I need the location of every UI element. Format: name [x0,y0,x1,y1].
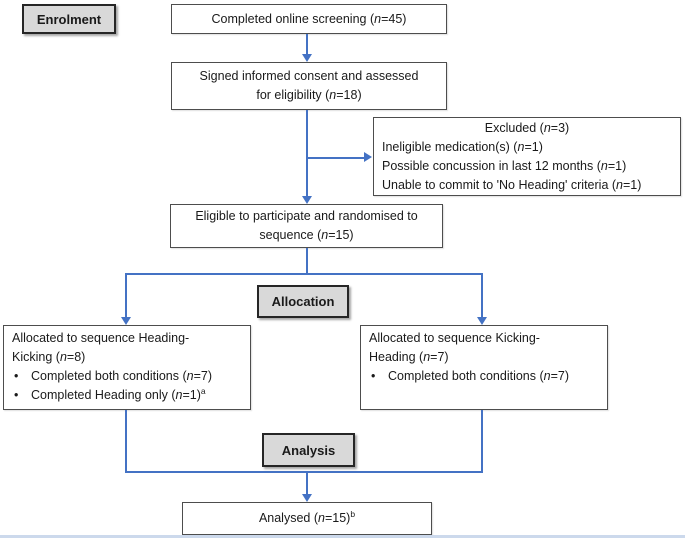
box-excluded: Excluded (n=3)Ineligible medication(s) (… [373,117,681,196]
text-segment: Completed both conditions ( [31,369,187,383]
text-line: Signed informed consent and assessed [172,67,446,86]
text-segment: n [543,120,551,135]
text-line: Ineligible medication(s) (n=1) [374,138,680,157]
text-line: for eligibility (n=18) [172,86,446,105]
text-line: Kicking (n=8) [4,348,250,367]
text-segment: =8) [66,350,86,364]
text-segment: =15) [328,228,354,242]
arrow-split-to-right-allocation-line [481,273,483,318]
text-segment: n [329,88,337,102]
text-segment: Completed Heading only ( [31,388,176,402]
bottom-strip [0,535,685,538]
text-segment: Possible concussion in last 12 months ( [382,158,601,173]
bullet-icon: • [14,369,19,383]
arrow-split-to-right-allocation-head [477,317,487,325]
text-segment: b [350,508,356,519]
text-segment: n [423,350,431,364]
text-segment: =18) [336,88,362,102]
text-segment: =1) [524,139,543,154]
text-line: Possible concussion in last 12 months (n… [374,157,680,176]
text-line: Analysed (n=15)b [183,509,431,528]
text-segment: n [616,177,623,192]
text-segment: n [374,11,382,26]
stage-label-analysis: Analysis [262,433,355,467]
line-analysis-merge [125,471,483,473]
text-segment: Eligible to participate and randomised t… [195,209,418,223]
line-right-allocation-to-merge [481,410,483,472]
text-segment: Completed online screening ( [211,11,375,26]
text-segment: sequence ( [259,228,322,242]
bullet-item: • Completed both conditions (n=7) [361,367,607,386]
text-segment: =3) [550,120,570,135]
text-segment: n [318,511,325,525]
text-segment: Excluded ( [484,120,544,135]
text-segment: n [321,228,329,242]
text-line: Allocated to sequence Heading- [4,329,250,348]
stage-label-enrolment: Enrolment [22,4,116,34]
line-allocation-split [125,273,483,275]
text-segment: =1) [182,388,201,402]
arrow-merge-to-analysed-head [302,494,312,502]
box-completed-online-screening: Completed online screening (n=45) [171,4,447,34]
arrow-screening-to-consent-line [306,34,308,55]
text-segment: =45) [381,11,407,26]
text-line: Excluded (n=3) [374,119,680,138]
text-segment: n [175,388,183,402]
text-segment: Allocated to sequence Kicking- [369,331,540,345]
text-segment: Allocated to sequence Heading- [12,331,190,345]
arrow-consent-to-eligible-head [302,196,312,204]
text-segment: =7) [550,369,570,383]
arrow-branch-to-excluded-head [364,152,372,162]
text-segment: =1) [623,177,642,192]
box-eligible-randomised: Eligible to participate and randomised t… [170,204,443,248]
text-segment: Kicking ( [12,350,60,364]
text-line: Allocated to sequence Kicking- [361,329,607,348]
text-segment: =7) [193,369,213,383]
arrow-consent-to-eligible-line [306,110,308,197]
text-segment: Completed both conditions ( [388,369,544,383]
bullet-item: • Completed both conditions (n=7) [4,367,250,386]
box-analysed: Analysed (n=15)b [182,502,432,535]
box-allocated-kicking-heading: Allocated to sequence Kicking-Heading (n… [360,325,608,410]
text-segment: Analysed ( [258,511,318,525]
arrow-screening-to-consent-head [302,54,312,62]
line-eligible-to-split [306,248,308,274]
bullet-item: • Completed Heading only (n=1)a [4,386,250,405]
text-line: Eligible to participate and randomised t… [171,207,442,226]
arrow-split-to-left-allocation-line [125,273,127,318]
box-allocated-heading-kicking: Allocated to sequence Heading-Kicking (n… [3,325,251,410]
stage-label-allocation: Allocation [257,285,349,318]
line-left-allocation-to-merge [125,410,127,472]
text-segment: =15) [324,511,351,525]
arrow-merge-to-analysed-line [306,471,308,495]
text-segment: Unable to commit to 'No Heading' criteri… [382,177,617,192]
bullet-icon: • [14,388,19,402]
text-segment: Heading ( [369,350,424,364]
text-segment: for eligibility ( [256,88,330,102]
text-line: Heading (n=7) [361,348,607,367]
text-segment: a [200,385,206,396]
text-segment: =1) [607,158,627,173]
text-segment: n [59,350,67,364]
text-segment: n [186,369,194,383]
text-segment: n [543,369,551,383]
text-segment: Ineligible medication(s) ( [382,139,518,154]
arrow-branch-to-excluded-line [307,157,364,159]
text-line: sequence (n=15) [171,226,442,245]
bullet-icon: • [371,369,376,383]
text-line: Completed online screening (n=45) [172,10,446,29]
text-line: Unable to commit to 'No Heading' criteri… [374,176,680,195]
arrow-split-to-left-allocation-head [121,317,131,325]
text-segment: =7) [430,350,449,364]
box-consent-eligibility: Signed informed consent and assessed for … [171,62,447,110]
text-segment: n [600,158,608,173]
text-segment: n [517,139,525,154]
text-segment: Signed informed consent and assessed [199,69,419,83]
